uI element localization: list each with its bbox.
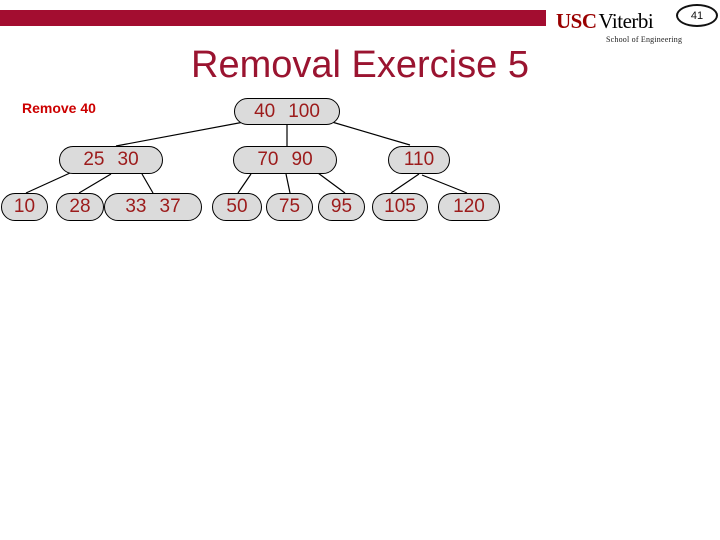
node-key: 28 bbox=[69, 196, 91, 217]
logo-school-text: School of Engineering bbox=[606, 35, 683, 44]
node-key: 25 bbox=[83, 149, 105, 170]
tree-node-70-90: 70 90 bbox=[233, 146, 337, 174]
node-key: 90 bbox=[291, 149, 313, 170]
tree-node-10: 10 bbox=[1, 193, 48, 221]
logo-usc-text: USC bbox=[556, 9, 597, 33]
tree-node-40-100: 40 100 bbox=[234, 98, 340, 125]
tree-edge-70-90-to-75 bbox=[285, 173, 291, 194]
node-key: 95 bbox=[330, 196, 353, 217]
tree-edge-70-90-to-95 bbox=[317, 172, 346, 194]
usc-viterbi-logo: USCViterbi bbox=[556, 9, 654, 34]
slide-number: 41 bbox=[690, 9, 704, 22]
tree-node-95: 95 bbox=[318, 193, 365, 221]
tree-node-75: 75 bbox=[266, 193, 313, 221]
tree-node-28: 28 bbox=[56, 193, 104, 221]
tree-edge-25-30-to-28 bbox=[78, 173, 112, 194]
node-key: 75 bbox=[278, 196, 301, 217]
tree-node-120: 120 bbox=[438, 193, 500, 221]
tree-edge-110-to-120 bbox=[421, 174, 468, 194]
node-key: 70 bbox=[257, 149, 279, 170]
tree-edge-25-30-to-10 bbox=[25, 172, 71, 194]
node-key: 10 bbox=[13, 196, 36, 217]
node-key: 120 bbox=[453, 196, 485, 217]
tree-node-33-37: 33 37 bbox=[104, 193, 202, 221]
cardinal-top-bar bbox=[0, 10, 546, 26]
tree-node-105: 105 bbox=[372, 193, 428, 221]
node-key: 33 bbox=[125, 196, 147, 217]
tree-node-25-30: 25 30 bbox=[59, 146, 163, 174]
tree-node-110: 110 bbox=[388, 146, 450, 174]
logo-viterbi-text: Viterbi bbox=[598, 9, 654, 33]
slide-number-badge: 41 bbox=[676, 4, 718, 27]
node-key: 110 bbox=[403, 149, 435, 170]
tree-edge-25-30-to-33-37 bbox=[141, 173, 154, 194]
node-key: 40 bbox=[254, 100, 276, 122]
tree-node-50: 50 bbox=[212, 193, 262, 221]
remove-action-label: Remove 40 bbox=[22, 100, 96, 116]
node-key: 30 bbox=[117, 149, 139, 170]
tree-edge-40-100-to-110 bbox=[331, 121, 411, 146]
tree-edge-110-to-105 bbox=[390, 173, 420, 194]
node-key: 100 bbox=[288, 100, 320, 122]
slide-title: Removal Exercise 5 bbox=[191, 44, 529, 86]
tree-edge-70-90-to-50 bbox=[237, 173, 252, 194]
node-key: 105 bbox=[384, 196, 416, 217]
node-key: 37 bbox=[159, 196, 181, 217]
node-key: 50 bbox=[226, 196, 248, 217]
tree-edge-40-100-to-25-30 bbox=[115, 121, 245, 147]
